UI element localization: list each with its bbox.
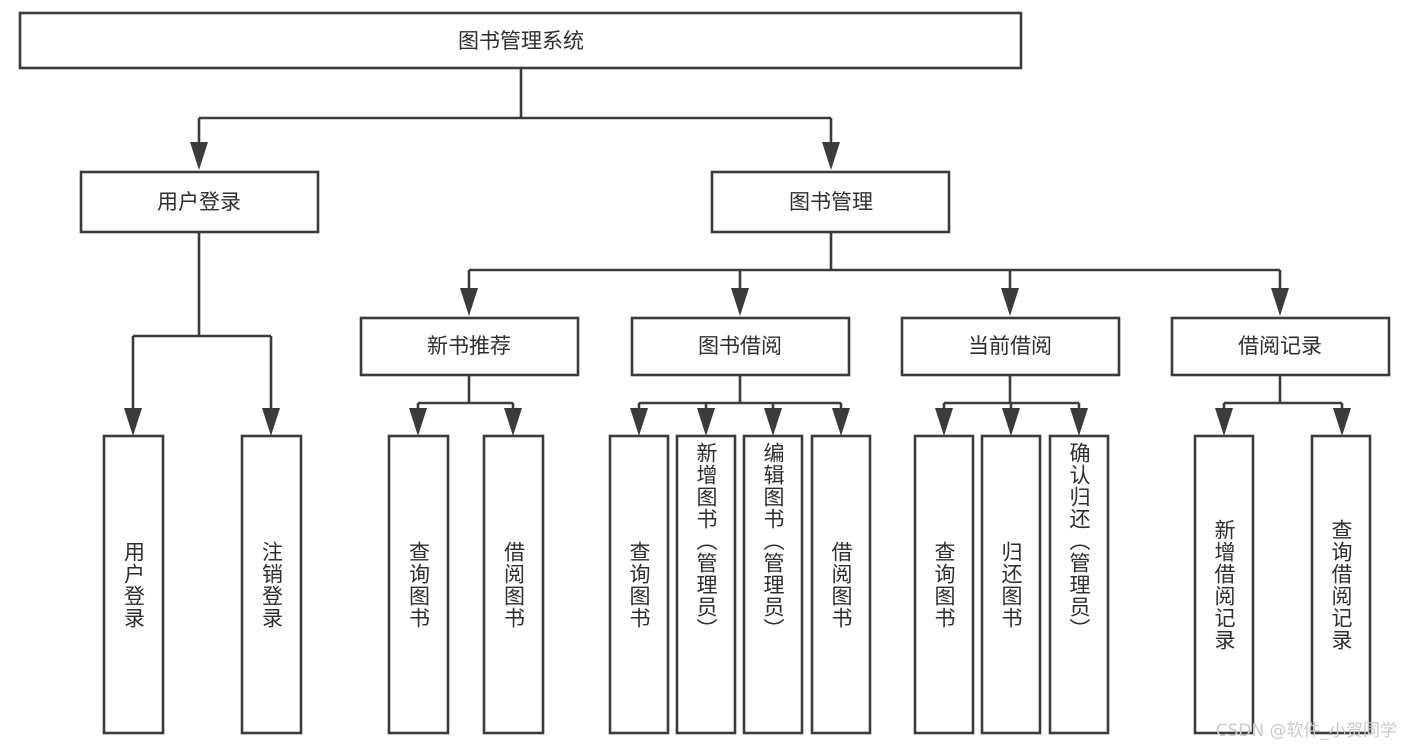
connector-group-borrow	[630, 375, 850, 436]
connector-group-login	[124, 232, 280, 436]
node-leaf10[interactable]	[980, 434, 1042, 735]
node-leaf9-box[interactable]	[913, 434, 975, 735]
arrow-head-leaf4	[504, 408, 522, 436]
arrow-head-leaf10	[1002, 408, 1020, 436]
node-newbook[interactable]: 新书推荐	[359, 316, 580, 377]
arrow-head-leaf2	[262, 408, 280, 436]
arrow-head-leaf13	[1333, 408, 1351, 436]
arrow-head-leaf12	[1215, 408, 1233, 436]
node-bookmgmt[interactable]: 图书管理	[710, 170, 951, 234]
node-leaf3[interactable]	[387, 434, 450, 735]
node-borrow-box[interactable]	[630, 316, 851, 377]
node-leaf10-box[interactable]	[980, 434, 1042, 735]
arrow-head-leaf3	[409, 408, 427, 436]
arrow-head-leaf1	[124, 408, 142, 436]
node-bookmgmt-box[interactable]	[710, 170, 951, 234]
node-record-box[interactable]	[1170, 316, 1391, 377]
arrow-head-leaf8	[832, 408, 850, 436]
node-leaf3-box[interactable]	[387, 434, 450, 735]
arrow-head-leaf11	[1070, 408, 1088, 436]
node-leaf8-box[interactable]	[810, 434, 872, 735]
arrow-head-leaf7	[764, 408, 782, 436]
node-current-box[interactable]	[900, 316, 1121, 377]
node-leaf4[interactable]	[482, 434, 545, 735]
node-leaf1[interactable]	[102, 434, 165, 735]
node-leaf5-box[interactable]	[608, 434, 670, 735]
arrow-head-leaf9	[935, 408, 953, 436]
arrow-head-login	[190, 142, 208, 170]
connector-group-root	[190, 68, 840, 170]
node-login[interactable]: 用户登录	[79, 170, 320, 234]
node-bookmgmt-label: 图书管理	[789, 190, 873, 214]
arrow-head-leaf6	[697, 408, 715, 436]
arrow-head-leaf5	[630, 408, 648, 436]
node-leaf13-box[interactable]	[1310, 434, 1372, 735]
arrow-head-borrow	[731, 288, 749, 316]
node-leaf12[interactable]	[1193, 434, 1255, 735]
node-root-label: 图书管理系统	[458, 29, 584, 53]
node-leaf8[interactable]	[810, 434, 872, 735]
node-current-label: 当前借阅	[968, 334, 1052, 358]
connector-group-current	[935, 375, 1088, 436]
node-leaf5[interactable]	[608, 434, 670, 735]
arrow-head-newbook	[460, 288, 478, 316]
node-newbook-label: 新书推荐	[427, 334, 511, 358]
node-root-box[interactable]	[18, 11, 1023, 70]
node-current[interactable]: 当前借阅	[900, 316, 1121, 377]
node-login-box[interactable]	[79, 170, 320, 234]
node-leaf6[interactable]	[675, 434, 737, 735]
node-leaf6-box[interactable]	[675, 434, 737, 735]
node-leaf2[interactable]	[240, 434, 303, 735]
connector-group-bookmgmt	[460, 232, 1289, 316]
node-record[interactable]: 借阅记录	[1170, 316, 1391, 377]
node-login-label: 用户登录	[157, 190, 241, 214]
node-record-label: 借阅记录	[1238, 334, 1322, 358]
node-leaf7[interactable]	[742, 434, 804, 735]
connector-group-record	[1215, 375, 1351, 436]
node-leaf7-box[interactable]	[742, 434, 804, 735]
arrow-head-current	[1001, 288, 1019, 316]
node-leaf13[interactable]	[1310, 434, 1372, 735]
node-borrow-label: 图书借阅	[698, 334, 782, 358]
arrow-head-bookmgmt	[822, 142, 840, 170]
node-leaf2-box[interactable]	[240, 434, 303, 735]
node-root[interactable]: 图书管理系统	[18, 11, 1023, 70]
connector-group-newbook	[409, 375, 522, 436]
arrow-head-record	[1271, 288, 1289, 316]
node-leaf4-box[interactable]	[482, 434, 545, 735]
node-leaf1-box[interactable]	[102, 434, 165, 735]
node-newbook-box[interactable]	[359, 316, 580, 377]
node-leaf12-box[interactable]	[1193, 434, 1255, 735]
node-leaf9[interactable]	[913, 434, 975, 735]
node-borrow[interactable]: 图书借阅	[630, 316, 851, 377]
node-leaf11[interactable]	[1048, 434, 1110, 735]
node-leaf11-box[interactable]	[1048, 434, 1110, 735]
